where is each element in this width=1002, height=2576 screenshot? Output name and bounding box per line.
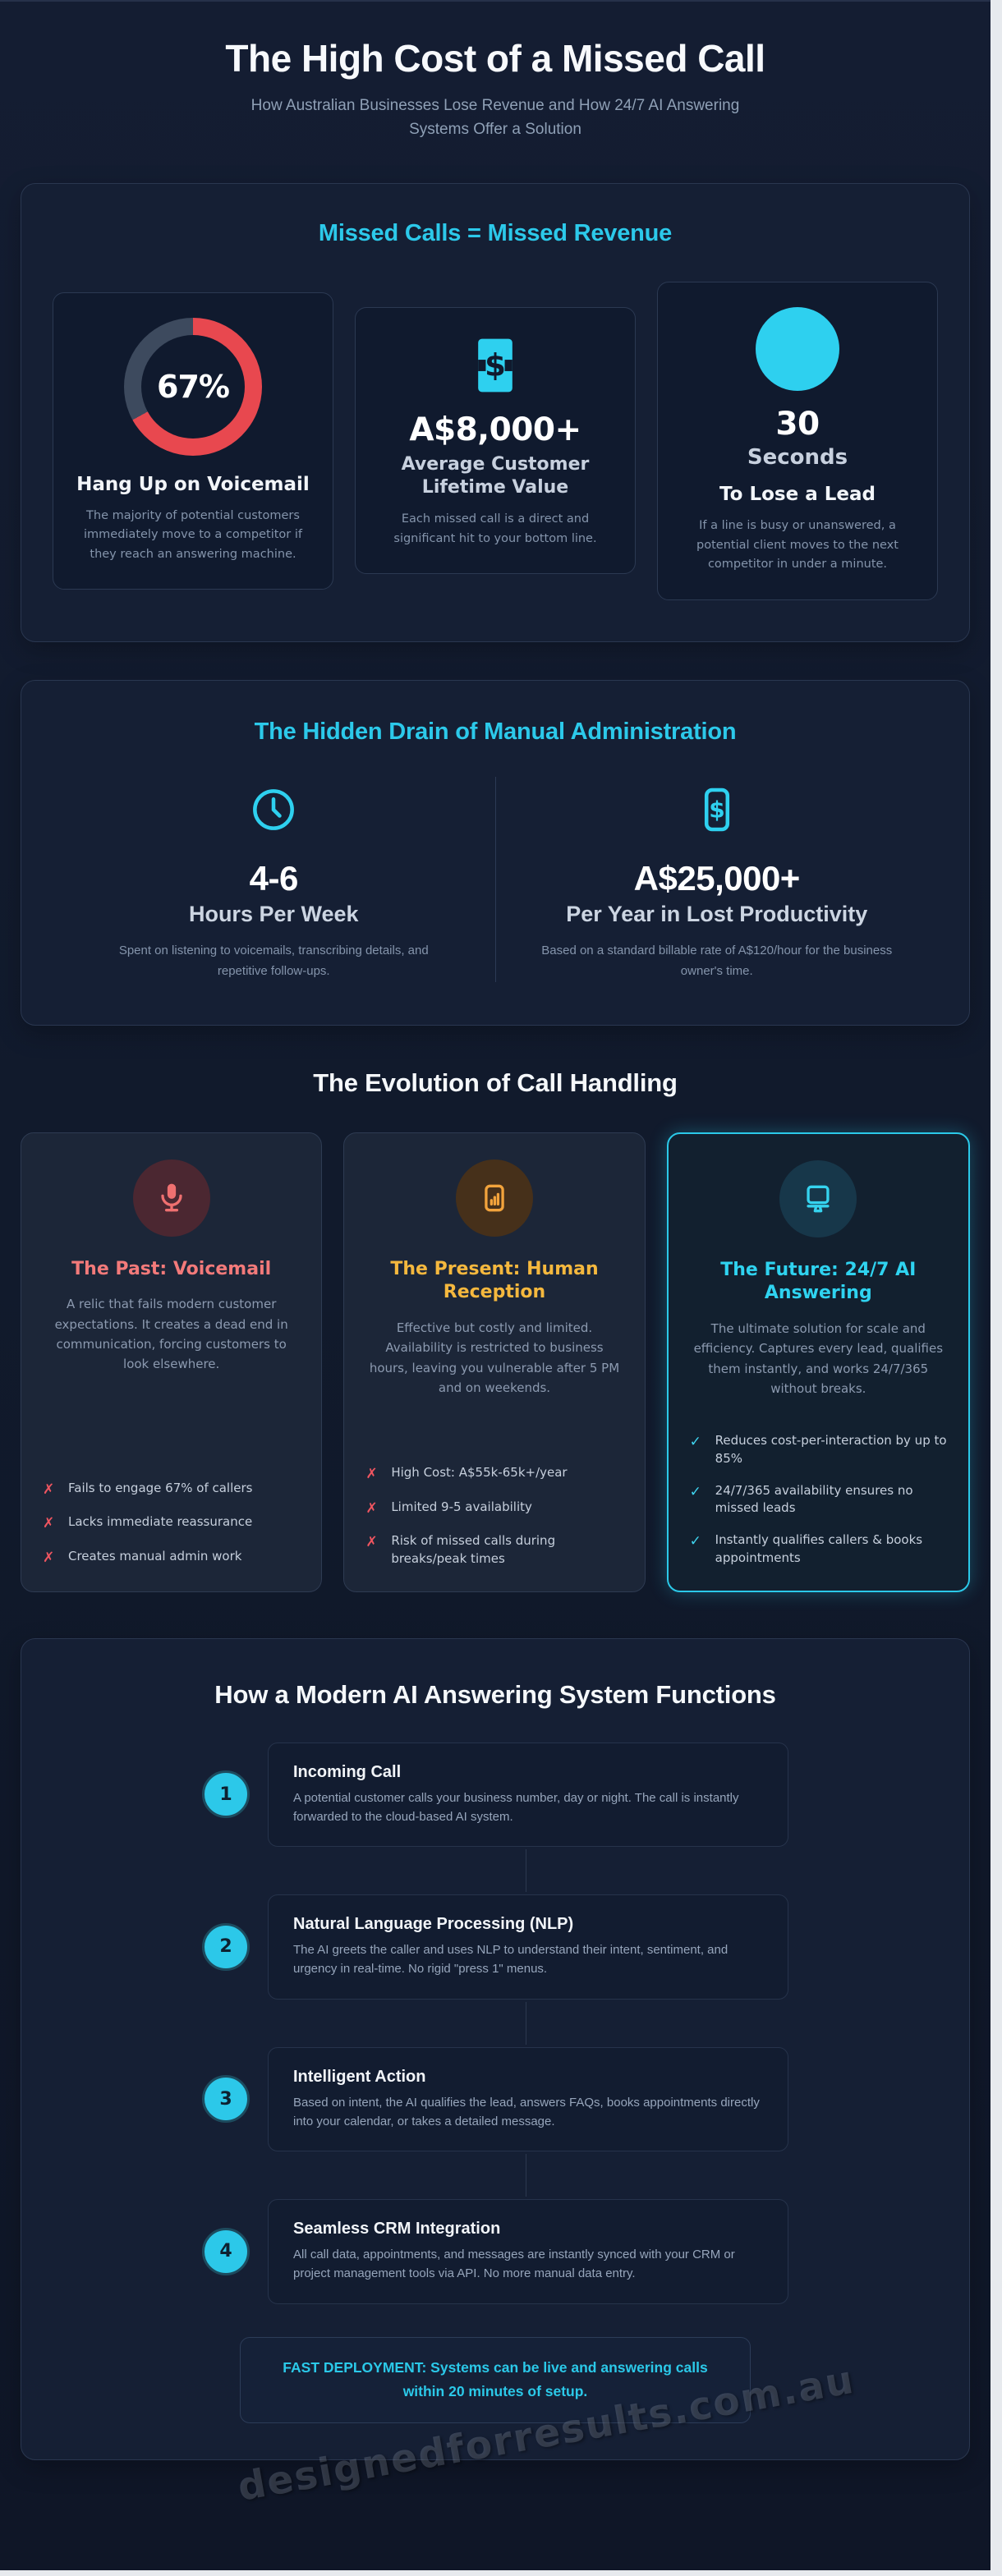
section-how-it-works: How a Modern AI Answering System Functio… <box>21 1637 970 2461</box>
bullet-item: ✓ Instantly qualifies callers & books ap… <box>689 1532 923 1565</box>
drain-stat: 4-6 <box>249 858 299 898</box>
step-number-badge: 1 <box>202 1770 250 1819</box>
evolution-bullet-list: ✗ High Cost: A$55k-65k+/year ✗ Limited 9… <box>365 1430 623 1568</box>
evolution-card-future: The Future: 24/7 AI Answering The ultima… <box>666 1132 970 1592</box>
check-icon: ✓ <box>689 1483 701 1500</box>
check-icon: ✓ <box>689 1533 701 1550</box>
drain-label: Per Year in Lost Productivity <box>566 901 868 926</box>
drain-col-hours: 4-6 Hours Per Week Spent on listening to… <box>53 777 495 982</box>
header: The High Cost of a Missed Call How Austr… <box>21 2 970 142</box>
stat-heading: To Lose a Lead <box>719 484 876 506</box>
section-hidden-drain-title: The Hidden Drain of Manual Administratio… <box>254 718 737 745</box>
step-title: Intelligent Action <box>293 2067 426 2086</box>
stat-value: 30 <box>775 405 820 443</box>
bullet-item: ✗ Fails to engage 67% of callers <box>43 1480 300 1500</box>
check-icon: ✓ <box>689 1434 701 1451</box>
step-number-badge: 2 <box>202 1922 250 1971</box>
donut-value: 67% <box>157 368 230 405</box>
cross-icon: ✗ <box>43 1515 55 1532</box>
bullet-item: ✗ Risk of missed calls during breaks/pea… <box>365 1533 556 1566</box>
svg-text:$: $ <box>709 796 724 823</box>
stat-value: A$8,000+ <box>409 411 581 449</box>
bullet-item: ✓ 24/7/365 availability ensures no misse… <box>689 1482 913 1516</box>
step-body: The AI greets the caller and uses NLP to… <box>293 1943 729 1977</box>
fast-deployment-callout: FAST DEPLOYMENT: Systems can be live and… <box>240 2336 751 2424</box>
drain-col-productivity: $ A$25,000+ Per Year in Lost Productivit… <box>494 776 939 982</box>
evolution-card-row: The Past: Voicemail A relic that fails m… <box>21 1132 970 1592</box>
step-card: Incoming Call A potential customer calls… <box>268 1742 788 1848</box>
step-card: Natural Language Processing (NLP) The AI… <box>268 1894 788 2000</box>
microphone-icon <box>154 1180 190 1216</box>
drain-body: Spent on listening to voicemails, transc… <box>118 943 429 979</box>
bullet-item: ✗ Creates manual admin work <box>43 1548 300 1568</box>
step-4: 4 Seamless CRM Integration All call data… <box>202 2199 788 2304</box>
stat-sub-label: Seconds <box>747 444 848 470</box>
bullet-item: ✗ Limited 9-5 availability <box>365 1499 623 1519</box>
evolution-card-body: The ultimate solution for scale and effi… <box>693 1321 944 1396</box>
step-number-badge: 4 <box>202 2227 250 2275</box>
clock-icon <box>247 783 300 836</box>
cross-icon: ✗ <box>43 1481 55 1498</box>
drain-stat: A$25,000+ <box>633 858 801 898</box>
step-body: Based on intent, the AI qualifies the le… <box>293 2095 760 2128</box>
dollar-bill-icon: $ <box>691 783 743 836</box>
evolution-card-title: The Future: 24/7 AI Answering <box>720 1259 917 1304</box>
computer-monitor-icon <box>800 1181 836 1217</box>
drain-columns: 4-6 Hours Per Week Spent on listening to… <box>53 776 939 982</box>
stat-card-lifetime-value: $ A$8,000+ Average Customer Lifetime Val… <box>355 307 636 575</box>
section-how-title: How a Modern AI Answering System Functio… <box>214 1679 776 1709</box>
page-title: The High Cost of a Missed Call <box>225 37 765 80</box>
cross-icon: ✗ <box>365 1534 378 1551</box>
section-evolution-title: The Evolution of Call Handling <box>313 1068 678 1097</box>
stat-body: If a line is busy or unanswered, a poten… <box>696 519 899 572</box>
evolution-card-body: A relic that fails modern customer expec… <box>54 1297 288 1372</box>
banknote-icon: $ <box>465 335 526 396</box>
stat-heading: Hang Up on Voicemail <box>76 473 310 495</box>
step-card: Intelligent Action Based on intent, the … <box>268 2046 788 2152</box>
drain-body: Based on a standard billable rate of A$1… <box>541 943 893 979</box>
bullet-item: ✗ High Cost: A$55k-65k+/year <box>365 1464 623 1485</box>
section-missed-revenue: Missed Calls = Missed Revenue 67% Hang U… <box>21 182 970 642</box>
stat-card-30-seconds: 30 Seconds To Lose a Lead If a line is b… <box>657 281 938 600</box>
evolution-card-present: The Present: Human Reception Effective b… <box>343 1132 646 1592</box>
cross-icon: ✗ <box>365 1499 378 1517</box>
steps-flow: 1 Incoming Call A potential customer cal… <box>53 1742 938 2304</box>
step-1: 1 Incoming Call A potential customer cal… <box>202 1742 788 1848</box>
stat-body: Each missed call is a direct and signifi… <box>393 512 597 545</box>
step-3: 3 Intelligent Action Based on intent, th… <box>202 2046 788 2152</box>
timer-circle-icon <box>756 306 839 391</box>
step-title: Natural Language Processing (NLP) <box>293 1915 574 1934</box>
drain-label: Hours Per Week <box>188 901 359 926</box>
donut-chart-67pct: 67% <box>124 317 262 456</box>
step-2: 2 Natural Language Processing (NLP) The … <box>202 1894 788 2000</box>
stat-card-row: 67% Hang Up on Voicemail The majority of… <box>53 281 938 600</box>
stat-sub-label: Average Customer Lifetime Value <box>401 454 590 498</box>
step-body: All call data, appointments, and message… <box>293 2248 735 2281</box>
step-body: A potential customer calls your business… <box>293 1790 739 1824</box>
evolution-bullet-list: ✓ Reduces cost-per-interaction by up to … <box>690 1398 947 1568</box>
cross-icon: ✗ <box>43 1550 55 1567</box>
evolution-bullet-list: ✗ Fails to engage 67% of callers ✗ Lacks… <box>43 1446 300 1568</box>
phone-chart-icon <box>476 1180 512 1216</box>
step-title: Incoming Call <box>293 1762 402 1781</box>
bullet-item: ✗ Lacks immediate reassurance <box>43 1513 300 1534</box>
stat-body: The majority of potential customers imme… <box>84 508 302 561</box>
page-subtitle: How Australian Businesses Lose Revenue a… <box>250 97 740 139</box>
evolution-card-title: The Past: Voicemail <box>71 1258 272 1279</box>
evolution-card-past: The Past: Voicemail A relic that fails m… <box>21 1132 323 1592</box>
bullet-item: ✓ Reduces cost-per-interaction by up to … <box>689 1433 947 1466</box>
step-title: Seamless CRM Integration <box>293 2220 501 2239</box>
section-missed-revenue-title: Missed Calls = Missed Revenue <box>318 219 673 246</box>
evolution-card-title: The Present: Human Reception <box>390 1258 599 1303</box>
step-number-badge: 3 <box>202 2075 250 2124</box>
evolution-card-body: Effective but costly and limited. Availa… <box>369 1320 620 1395</box>
cross-icon: ✗ <box>365 1465 378 1482</box>
section-hidden-drain: The Hidden Drain of Manual Administratio… <box>21 679 970 1026</box>
svg-text:$: $ <box>485 348 506 383</box>
step-card: Seamless CRM Integration All call data, … <box>268 2199 788 2304</box>
stat-card-voicemail: 67% Hang Up on Voicemail The majority of… <box>53 292 333 590</box>
